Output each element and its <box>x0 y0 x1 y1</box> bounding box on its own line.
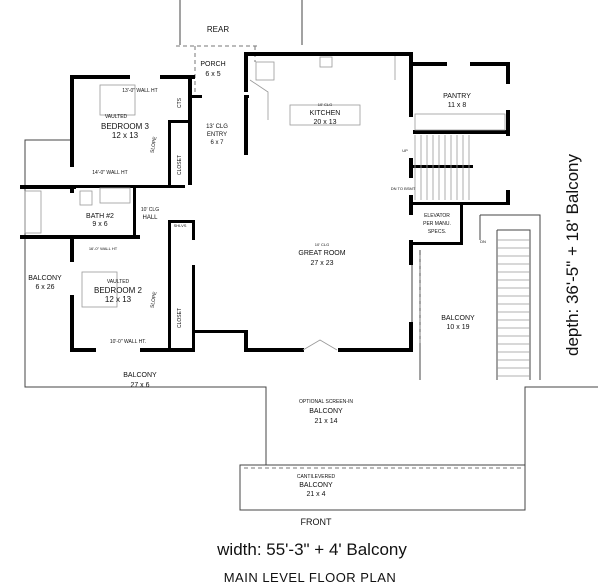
svg-text:10'-0" WALL HT.: 10'-0" WALL HT. <box>110 339 146 345</box>
svg-text:13' CLG: 13' CLG <box>206 124 228 130</box>
stair-labels: UP DN TO BSMT DN <box>391 148 486 244</box>
svg-text:10 x 19: 10 x 19 <box>447 324 470 331</box>
porch-label: PORCH 6 x 5 <box>200 61 225 78</box>
pantry-label: PANTRY 11 x 8 <box>443 93 471 109</box>
rear-porch-outline <box>176 0 303 95</box>
fixtures <box>24 56 506 351</box>
svg-text:UP: UP <box>402 148 408 153</box>
svg-text:11 x 8: 11 x 8 <box>448 102 467 109</box>
svg-text:BALCONY: BALCONY <box>309 408 343 415</box>
svg-text:27 x 23: 27 x 23 <box>311 260 334 267</box>
svg-text:6 x 26: 6 x 26 <box>35 284 54 291</box>
svg-text:DN TO BSMT: DN TO BSMT <box>391 186 416 191</box>
svg-text:BEDROOM 2: BEDROOM 2 <box>94 286 143 295</box>
svg-text:21 x 14: 21 x 14 <box>315 418 338 425</box>
svg-text:VAULTED: VAULTED <box>105 114 128 120</box>
svg-text:10' CLG: 10' CLG <box>315 242 330 247</box>
svg-text:BALCONY: BALCONY <box>299 482 333 489</box>
great-room-label: 10' CLG GREAT ROOM 27 x 23 <box>298 242 345 267</box>
depth-caption: depth: 36'-5" + 18' Balcony <box>563 153 582 356</box>
svg-text:13'-0" WALL HT: 13'-0" WALL HT <box>122 88 157 94</box>
svg-text:16'-0" WALL HT: 16'-0" WALL HT <box>89 246 118 251</box>
svg-text:27 x 6: 27 x 6 <box>130 382 149 389</box>
svg-text:BATH #2: BATH #2 <box>86 213 114 220</box>
balcony-right-label: BALCONY 10 x 19 <box>441 315 475 331</box>
elevator-label: ELEVATOR PER MANU. SPECS. <box>423 213 451 235</box>
bedroom-3-label: 13'-0" WALL HT VAULTED BEDROOM 3 12 x 13… <box>92 88 183 176</box>
svg-text:20 x 13: 20 x 13 <box>314 119 337 126</box>
svg-text:14'-0" WALL HT: 14'-0" WALL HT <box>92 170 127 176</box>
svg-text:10' CLG: 10' CLG <box>141 207 159 213</box>
svg-text:KITCHEN: KITCHEN <box>310 110 341 117</box>
hall-label: 10' CLG HALL SHLVS <box>141 207 187 228</box>
walls <box>20 52 510 352</box>
svg-text:BEDROOM 3: BEDROOM 3 <box>101 122 150 131</box>
svg-text:HALL: HALL <box>142 215 158 221</box>
svg-text:21 x 4: 21 x 4 <box>306 491 325 498</box>
svg-text:PANTRY: PANTRY <box>443 93 471 100</box>
svg-text:CTS: CTS <box>177 97 183 108</box>
bath-2-label: BATH #2 9 x 6 <box>86 213 114 228</box>
svg-text:12 x 13: 12 x 13 <box>112 131 139 140</box>
svg-text:BALCONY: BALCONY <box>28 275 62 282</box>
svg-text:12 x 13: 12 x 13 <box>105 295 132 304</box>
plan-title: MAIN LEVEL FLOOR PLAN <box>224 570 397 585</box>
svg-text:SPECS.: SPECS. <box>428 229 446 235</box>
svg-text:BALCONY: BALCONY <box>441 315 475 322</box>
svg-text:10' CLG: 10' CLG <box>318 102 333 107</box>
svg-text:OPTIONAL SCREEN-IN: OPTIONAL SCREEN-IN <box>299 399 353 405</box>
svg-text:6 x 7: 6 x 7 <box>210 140 224 146</box>
svg-text:DN: DN <box>480 239 486 244</box>
balcony-outline <box>24 139 598 511</box>
entry-label: 13' CLG ENTRY 6 x 7 <box>206 124 228 146</box>
bedroom-2-label: 16'-0" WALL HT VAULTED BEDROOM 2 12 x 13… <box>89 246 183 345</box>
svg-text:ENTRY: ENTRY <box>207 132 227 138</box>
balcony-bottom-label: BALCONY 27 x 6 <box>123 372 157 389</box>
svg-text:VAULTED: VAULTED <box>107 279 130 285</box>
exterior-stairs <box>479 214 541 380</box>
svg-text:CLOSET: CLOSET <box>177 308 183 328</box>
svg-text:SHLVS: SHLVS <box>174 223 187 228</box>
svg-text:ELEVATOR: ELEVATOR <box>424 213 450 219</box>
rear-label: REAR <box>207 25 229 34</box>
balcony-screen-label: OPTIONAL SCREEN-IN BALCONY 21 x 14 <box>299 399 353 425</box>
width-caption: width: 55'-3" + 4' Balcony <box>216 540 407 559</box>
svg-text:9 x 6: 9 x 6 <box>92 221 107 228</box>
kitchen-label: 10' CLG KITCHEN 20 x 13 <box>310 102 341 126</box>
svg-text:SLOPE: SLOPE <box>150 290 159 308</box>
svg-text:CLOSET: CLOSET <box>177 155 183 175</box>
front-label: FRONT <box>301 517 332 527</box>
balcony-cantilever-label: CANTILEVERED BALCONY 21 x 4 <box>297 474 336 498</box>
svg-text:GREAT ROOM: GREAT ROOM <box>298 250 345 257</box>
svg-text:6 x 5: 6 x 5 <box>205 71 220 78</box>
balcony-left-label: BALCONY 6 x 26 <box>28 275 62 291</box>
svg-text:PORCH: PORCH <box>200 61 225 68</box>
svg-text:BALCONY: BALCONY <box>123 372 157 379</box>
svg-text:SLOPE: SLOPE <box>150 135 159 153</box>
svg-text:PER MANU.: PER MANU. <box>423 221 451 227</box>
svg-text:CANTILEVERED: CANTILEVERED <box>297 474 336 480</box>
